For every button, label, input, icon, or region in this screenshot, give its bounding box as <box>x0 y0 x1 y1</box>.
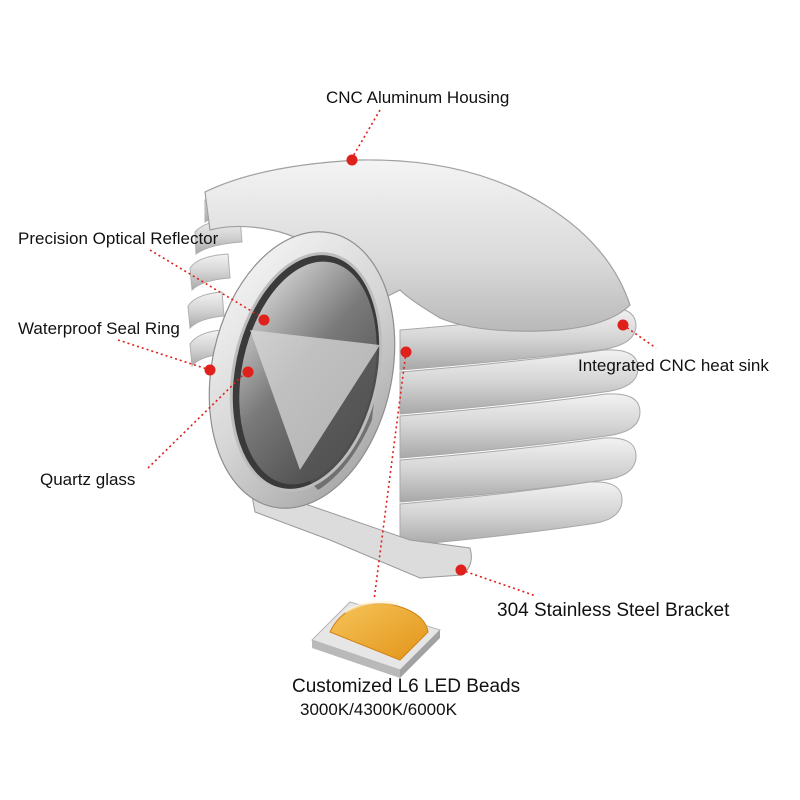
callout-dot-seal <box>204 364 216 376</box>
label-quartz-glass: Quartz glass <box>40 470 136 489</box>
callout-dot-heatsink <box>617 319 629 331</box>
callout-line-led <box>373 351 407 601</box>
callout-dot-quartz <box>242 366 254 378</box>
label-heat-sink: Integrated CNC heat sink <box>578 356 769 375</box>
bracket-foot <box>249 484 472 579</box>
label-seal-ring: Waterproof Seal Ring <box>18 319 180 338</box>
callout-line-reflector <box>149 249 264 319</box>
label-reflector: Precision Optical Reflector <box>18 229 219 248</box>
callout-line-housing <box>351 109 381 159</box>
led-bead-illustration <box>311 600 441 678</box>
callout-dot-reflector <box>258 314 270 326</box>
callout-dot-bracket <box>455 564 467 576</box>
callout-dots <box>204 154 629 576</box>
callout-line-seal <box>117 339 211 371</box>
heat-sink-fins <box>399 307 641 547</box>
callout-line-bracket <box>460 569 537 597</box>
callout-dot-housing <box>346 154 358 166</box>
callout-dot-led <box>400 346 412 358</box>
callout-lines <box>117 109 657 601</box>
label-housing: CNC Aluminum Housing <box>326 88 510 107</box>
label-bracket: 304 Stainless Steel Bracket <box>497 600 730 621</box>
label-color-temps: 3000K/4300K/6000K <box>300 700 457 719</box>
front-ring <box>208 231 396 509</box>
label-led-beads: Customized L6 LED Beads <box>292 676 521 697</box>
callout-line-heatsink <box>622 324 657 349</box>
